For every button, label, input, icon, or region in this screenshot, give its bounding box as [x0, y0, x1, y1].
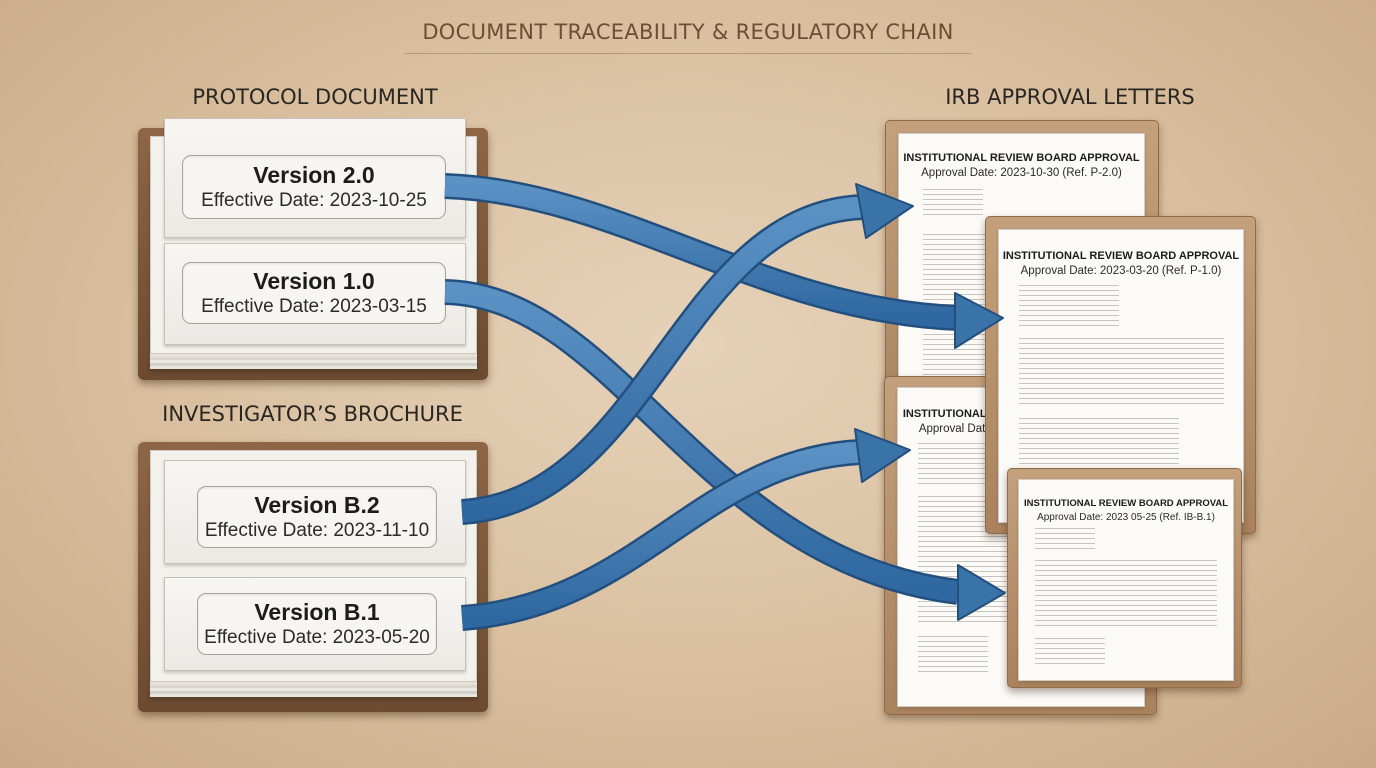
effective-date: Effective Date: 2023-03-15 — [201, 295, 427, 317]
letter-approval-date: Approval Date: 2023 05-25 (Ref. IB-B.1) — [1037, 512, 1215, 523]
letter-text-lines — [1035, 638, 1105, 664]
irb-letter-b1[interactable]: INSTITUTIONAL REVIEW BOARD APPROVAL Appr… — [1018, 479, 1234, 681]
letter-title: INSTITUTIONAL REVIEW BOARD APPROVAL — [1002, 250, 1240, 262]
version-label: Version 2.0 — [253, 161, 375, 188]
arrowhead-icon — [855, 183, 914, 239]
letter-text-lines — [1019, 338, 1224, 408]
letter-approval-date: Approval Date: 2023-03-20 (Ref. P-1.0) — [1020, 265, 1222, 277]
protocol-version-card-1-0[interactable]: Version 1.0 Effective Date: 2023-03-15 — [182, 262, 446, 324]
diagram-title: DOCUMENT TRACEABILITY & REGULATORY CHAIN — [422, 20, 954, 44]
brochure-page-b2: Version B.2 Effective Date: 2023-11-10 — [164, 460, 466, 564]
letter-text-lines — [1019, 285, 1119, 327]
brochure-page-b1: Version B.1 Effective Date: 2023-05-20 — [164, 577, 466, 671]
irb-heading: IRB APPROVAL LETTERS — [945, 85, 1195, 109]
effective-date: Effective Date: 2023-05-20 — [204, 626, 430, 648]
version-label: Version B.2 — [254, 491, 380, 518]
arrowhead-icon — [957, 564, 1006, 621]
title-divider — [405, 53, 971, 54]
arrowhead-icon — [954, 292, 1004, 349]
letter-text-lines — [923, 189, 983, 219]
letter-title: INSTITUTIONAL REVIEW BOARD APPROVAL — [903, 152, 1140, 164]
protocol-version-card-2-0[interactable]: Version 2.0 Effective Date: 2023-10-25 — [182, 155, 446, 219]
letter-title: INSTITUTIONAL REVIEW BOARD APPROVAL — [1023, 498, 1229, 509]
brochure-heading: INVESTIGATOR’S BROCHURE — [162, 402, 463, 426]
letter-text-lines — [1035, 560, 1217, 628]
version-label: Version B.1 — [254, 598, 380, 625]
protocol-heading: PROTOCOL DOCUMENT — [192, 85, 438, 109]
irb-board-b1: INSTITUTIONAL REVIEW BOARD APPROVAL Appr… — [1007, 468, 1242, 688]
letter-text-lines — [918, 636, 988, 676]
arrowhead-icon — [854, 428, 911, 483]
effective-date: Effective Date: 2023-10-25 — [201, 189, 427, 211]
effective-date: Effective Date: 2023-11-10 — [204, 519, 430, 541]
letter-approval-date: Approval Date: 2023-10-30 (Ref. P-2.0) — [921, 167, 1122, 179]
protocol-page-v2: Version 2.0 Effective Date: 2023-10-25 — [164, 118, 466, 238]
letter-text-lines — [1035, 528, 1095, 553]
version-label: Version 1.0 — [253, 267, 375, 294]
brochure-version-card-b1[interactable]: Version B.1 Effective Date: 2023-05-20 — [197, 593, 437, 655]
brochure-version-card-b2[interactable]: Version B.2 Effective Date: 2023-11-10 — [197, 486, 437, 548]
protocol-page-v1: Version 1.0 Effective Date: 2023-03-15 — [164, 243, 466, 345]
